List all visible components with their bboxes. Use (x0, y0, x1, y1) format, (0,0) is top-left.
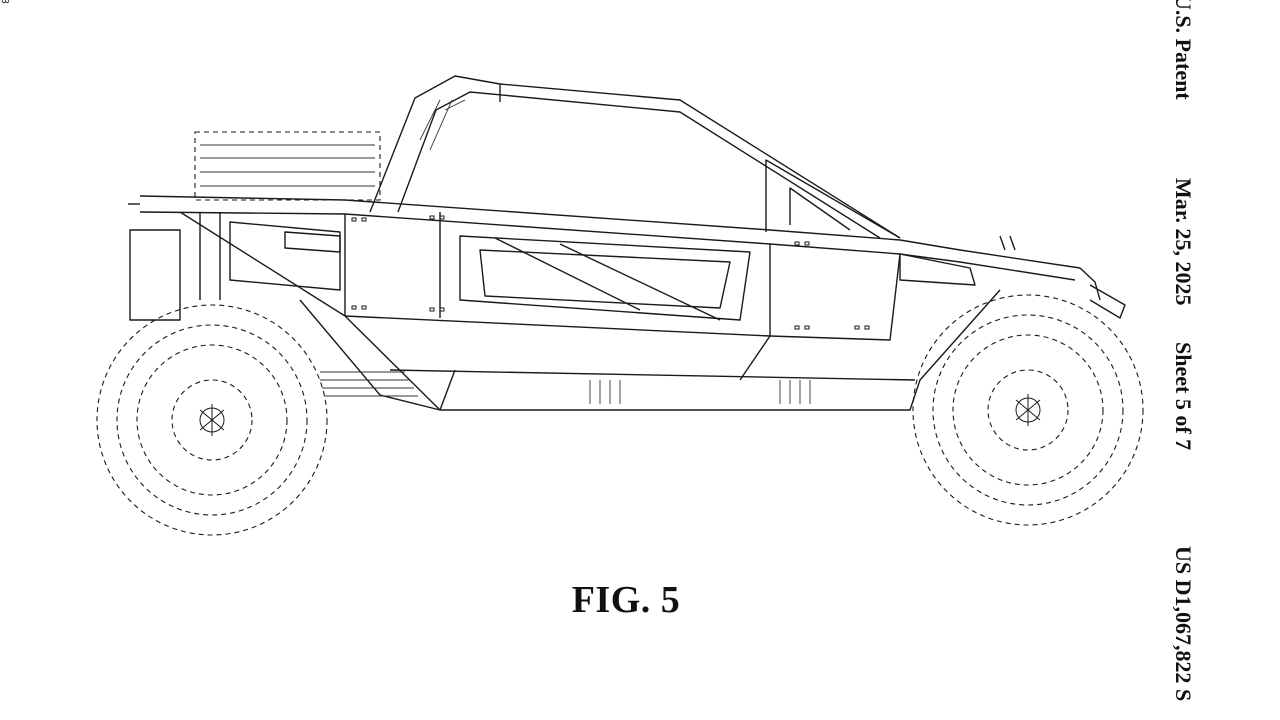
front-end (899, 235, 1126, 319)
front-wheel (912, 294, 1144, 526)
body-panel (344, 212, 901, 341)
corner-mark: 3 (0, 0, 10, 4)
sheet-number: Sheet 5 of 7 (1171, 342, 1196, 451)
figure-label: FIG. 5 (571, 579, 681, 621)
roll-cage (369, 75, 901, 239)
lower-panel (344, 289, 1001, 411)
rear-frame (129, 211, 441, 411)
fastener-marks (351, 215, 870, 330)
patent-number: US D1,067,822 S (1171, 546, 1196, 702)
patent-date: Mar. 25, 2025 (1171, 178, 1196, 306)
patent-header-label: U.S. Patent (1171, 0, 1196, 100)
upper-rail (128, 195, 1101, 301)
rear-wheel (96, 304, 328, 536)
spare-tire (194, 131, 381, 201)
